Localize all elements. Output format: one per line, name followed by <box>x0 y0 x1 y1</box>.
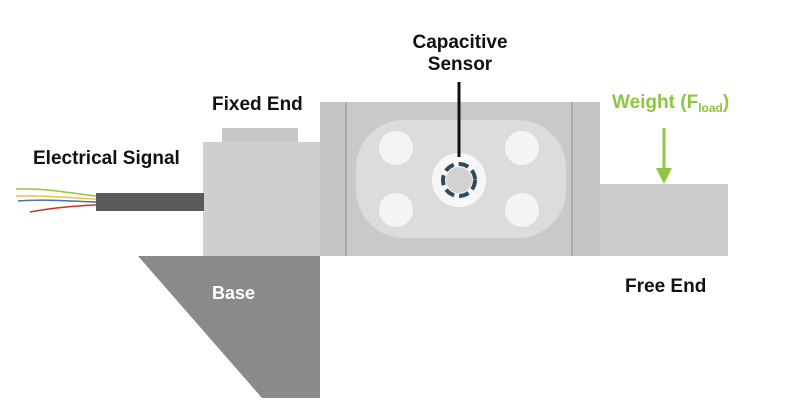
fixed-end-tab <box>222 128 298 144</box>
weight-label-subscript: load <box>698 101 723 115</box>
capacitive-sensor-label-line2: Sensor <box>427 53 493 75</box>
sensor-electrode-ring <box>441 162 477 198</box>
base-wedge <box>138 256 320 398</box>
fixed-end-label: Fixed End <box>212 94 303 115</box>
electrical-signal-label: Electrical Signal <box>33 148 180 169</box>
capacitive-sensor-label-line1: Capacitive <box>412 32 508 53</box>
bolt-hole-bottom-right <box>505 193 539 227</box>
sensor-core <box>446 167 472 193</box>
free-end-label: Free End <box>625 276 707 297</box>
main-body-right-panel <box>572 102 600 256</box>
main-body-left-panel <box>320 102 346 256</box>
weight-arrow <box>656 128 672 184</box>
signal-wires <box>15 188 97 213</box>
weight-label-prefix: Weight (F <box>612 92 699 113</box>
weight-label-suffix: ) <box>722 92 730 113</box>
bolt-hole-top-right <box>505 131 539 165</box>
bolt-hole-top-left <box>379 131 413 165</box>
bolt-hole-bottom-left <box>379 193 413 227</box>
free-end-beam <box>600 184 728 256</box>
fixed-end-block <box>203 142 321 256</box>
cable-jacket <box>96 193 204 211</box>
weight-label: Weight (Fload) <box>612 92 729 116</box>
capacitive-sensor-label: Capacitive Sensor <box>400 32 520 76</box>
base-label: Base <box>212 283 256 303</box>
